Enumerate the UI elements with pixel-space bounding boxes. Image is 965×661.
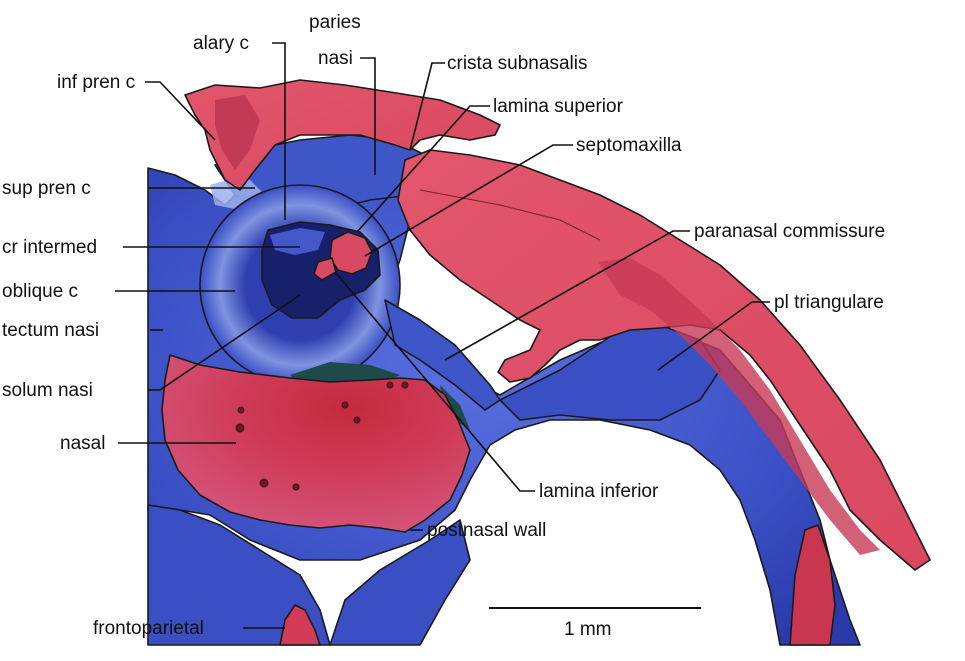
label-cr-intermed: cr intermed xyxy=(2,237,97,258)
septomaxilla-bone xyxy=(329,231,373,275)
leader-lines xyxy=(115,42,770,629)
frontoparietal-bone xyxy=(279,604,321,646)
label-inf-pren-c: inf pren c xyxy=(57,72,135,93)
label-tectum-nasi: tectum nasi xyxy=(2,320,99,341)
label-solum-nasi: solum nasi xyxy=(2,380,93,401)
labels: alary c paries nasi crista subnasalis in… xyxy=(2,12,885,639)
nasal-bone xyxy=(161,354,471,533)
label-lamina-superior: lamina superior xyxy=(493,96,624,117)
label-frontoparietal: frontoparietal xyxy=(93,618,204,639)
label-alary-c: alary c xyxy=(193,33,249,54)
label-paranasal-commissure: paranasal commissure xyxy=(694,221,885,242)
label-septomaxilla: septomaxilla xyxy=(576,135,682,156)
label-lamina-inferior: lamina inferior xyxy=(539,481,659,502)
label-crista-subnasalis: crista subnasalis xyxy=(447,53,587,74)
scale-bar: 1 mm xyxy=(489,607,701,640)
label-pl-triangulare: pl triangulare xyxy=(774,292,884,313)
nasal-septum-bone xyxy=(397,149,931,571)
label-nasal: nasal xyxy=(60,433,105,454)
label-paries-nasi-line2: nasi xyxy=(318,48,353,69)
label-sup-pren-c: sup pren c xyxy=(2,178,91,199)
scale-bar-label: 1 mm xyxy=(564,619,612,640)
label-paries-nasi-line1: paries xyxy=(309,12,361,33)
label-oblique-c: oblique c xyxy=(2,281,78,302)
posterior-bone xyxy=(789,524,836,646)
label-postnasal-wall: postnasal wall xyxy=(427,520,546,541)
